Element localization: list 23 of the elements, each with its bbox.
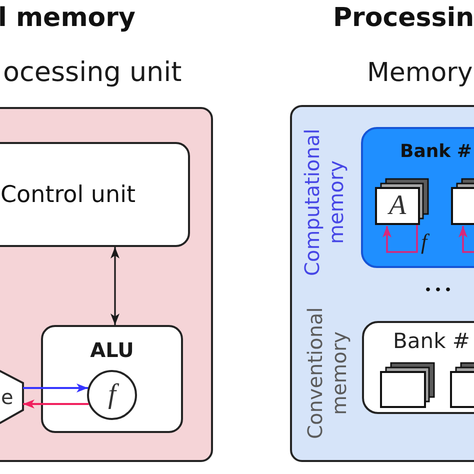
box-label: Control unit [0,180,136,208]
edge-label: f [421,229,428,255]
alu-box [41,325,183,433]
ellipsis: ... [425,272,455,296]
control-unit-box [0,142,190,247]
arrow [23,384,88,392]
panel-title: Processin [333,2,474,34]
memory-array-stack [375,178,431,225]
arrow [23,400,89,408]
panel-title: l memory [0,2,136,34]
bank-label: Bank # [393,328,470,355]
box-label: e [1,384,14,410]
bank-label: Bank # [400,140,472,164]
memory-array-stack [380,362,437,408]
memory-type-label: Computational memory [300,127,349,278]
box-label: ALU [90,337,134,363]
loop-arrow [382,225,418,253]
double-arrow [110,247,120,325]
panel-heading: Memory [367,57,473,90]
memory-type-label: Conventional memory [303,306,352,441]
panel-heading: ocessing unit [3,56,182,90]
loop-arrow [458,225,474,253]
array-symbol: A [388,190,406,222]
